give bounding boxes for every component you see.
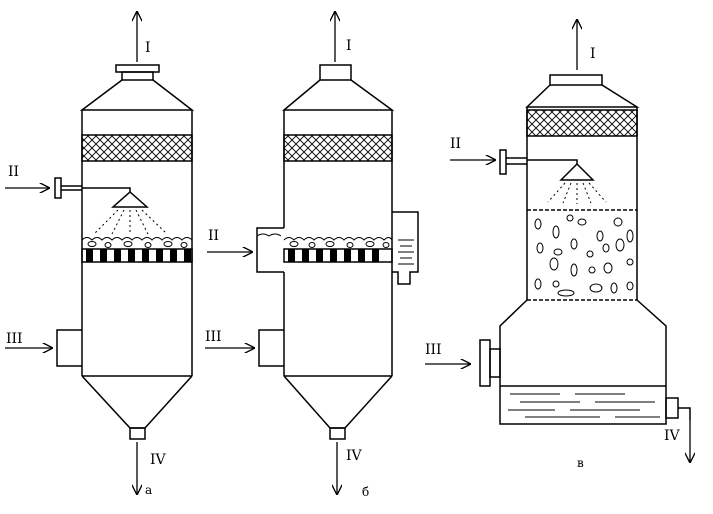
column-c-drain-pipe — [678, 407, 691, 420]
column-c-drain-nozzle — [665, 397, 679, 419]
column-c-top-nozzle — [549, 74, 603, 86]
column-c-gas-inlet-flange — [479, 339, 491, 387]
column-b-perforated-plate — [283, 248, 393, 263]
column-a-caption: а — [145, 483, 152, 497]
column-a-arrows — [5, 12, 137, 494]
column-a-bottom-cone — [81, 375, 193, 429]
column-a — [54, 64, 195, 440]
column-c-label-i: I — [590, 46, 596, 62]
column-a-drain-nozzle — [129, 427, 146, 440]
column-c-liquid-inlet-flange — [499, 149, 507, 175]
column-a-label-ii: II — [8, 164, 19, 180]
column-a-spray-pipe — [82, 187, 131, 192]
column-c-arrows — [425, 20, 690, 462]
column-c-gas-inlet-pipe — [489, 348, 501, 378]
column-b-overflow-box — [392, 211, 419, 285]
column-a-liquid-inlet-flange — [54, 177, 62, 199]
column-b-mist-eliminator — [283, 134, 393, 162]
column-c-label-ii: II — [450, 136, 461, 152]
column-c-spray-pipe — [527, 159, 578, 164]
column-a-top-flange — [115, 64, 160, 73]
column-a-label-iii: III — [6, 331, 23, 347]
column-a-perforated-plate — [81, 248, 193, 263]
column-c-label-iv: IV — [664, 428, 681, 444]
column-a-spray-nozzle — [111, 190, 149, 208]
column-a-gas-inlet — [56, 329, 82, 367]
column-c — [479, 74, 691, 425]
column-c-spray-nozzle — [559, 162, 595, 181]
column-b-label-iii: III — [205, 329, 222, 345]
column-c-mist-eliminator — [526, 109, 638, 137]
column-c-lower-vessel — [499, 299, 667, 425]
column-a-label-iv: IV — [150, 452, 167, 468]
column-b-caption: б — [362, 485, 369, 499]
column-b-label-iv: IV — [346, 448, 363, 464]
column-b-arrows — [205, 12, 337, 494]
column-b-drain-nozzle — [329, 427, 346, 440]
column-a-top-nozzle — [121, 71, 154, 81]
column-b-liquid-inlet-box — [256, 227, 284, 273]
column-b-bottom-cone — [283, 375, 393, 429]
column-a-top-cone — [79, 79, 195, 111]
column-b-label-ii: II — [208, 228, 219, 244]
column-b-top-cone — [281, 79, 395, 111]
column-b — [256, 64, 419, 440]
column-b-label-i: I — [346, 38, 352, 54]
column-c-label-iii: III — [425, 342, 442, 358]
column-a-mist-eliminator — [81, 134, 193, 162]
column-b-gas-inlet — [258, 329, 284, 367]
column-a-label-i: I — [145, 40, 151, 56]
column-c-caption: в — [577, 456, 584, 470]
column-b-top-nozzle — [319, 64, 352, 81]
column-c-bubbles — [534, 214, 634, 297]
column-c-top-cone — [525, 84, 640, 108]
